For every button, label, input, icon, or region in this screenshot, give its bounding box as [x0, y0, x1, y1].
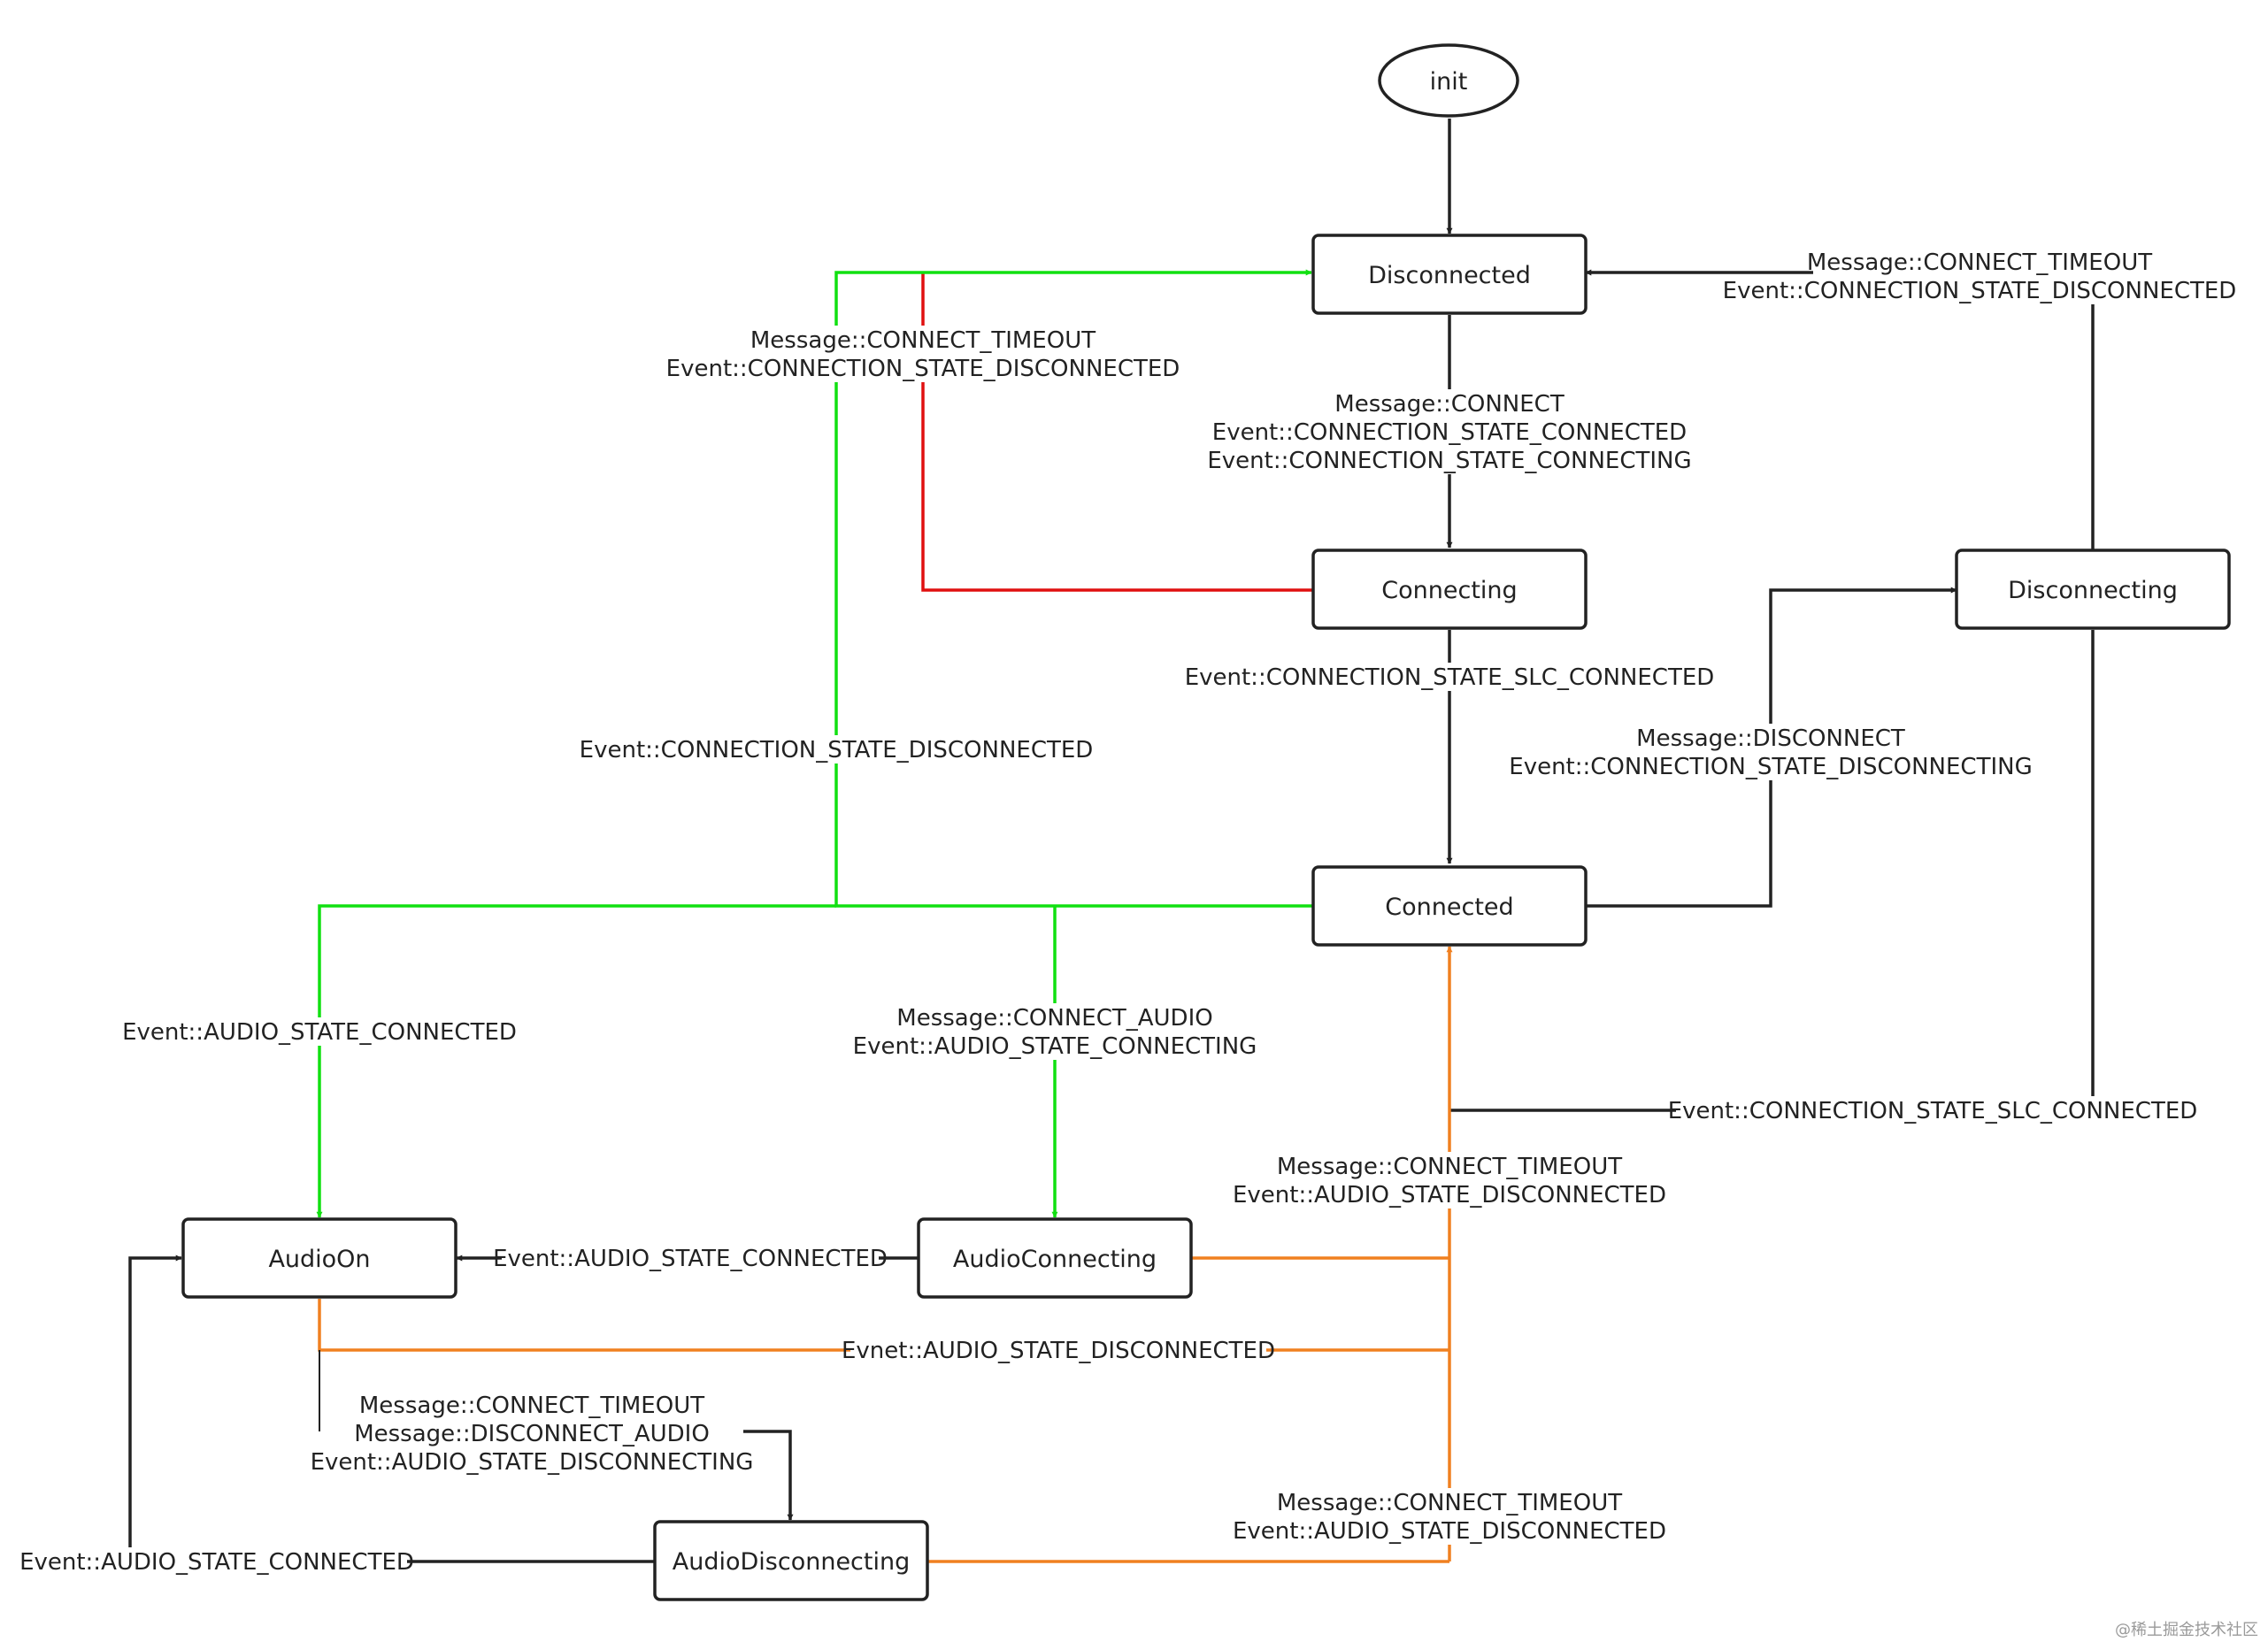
- state-audio-disconnecting-label: AudioDisconnecting: [673, 1548, 910, 1576]
- state-init-label: init: [1430, 68, 1468, 96]
- edge-label-connected-to-disconnecting-2: Event::CONNECTION_STATE_DISCONNECTING: [1509, 754, 2032, 780]
- edge-label-disconnecting-to-connected-1: Event::CONNECTION_STATE_SLC_CONNECTED: [1668, 1098, 2198, 1124]
- state-audio-connecting[interactable]: AudioConnecting: [917, 1217, 1193, 1299]
- edge-label-disconnected-to-connecting-3: Event::CONNECTION_STATE_CONNECTING: [1207, 448, 1691, 474]
- label-group-audio-disconnecting-to-connected: Message::CONNECT_TIMEOUT Event::AUDIO_ST…: [1233, 1488, 1666, 1545]
- edge-connected-to-disconnected: [834, 269, 1313, 908]
- label-group-connected-to-audio-connecting: Message::CONNECT_AUDIO Event::AUDIO_STAT…: [853, 1003, 1257, 1060]
- state-disconnecting-label: Disconnecting: [2008, 577, 2178, 604]
- label-group-disconnecting-to-disconnected: Message::CONNECT_TIMEOUT Event::CONNECTI…: [1720, 248, 2242, 304]
- edge-label-audio-connecting-to-connected-1: Message::CONNECT_TIMEOUT: [1277, 1154, 1622, 1180]
- edge-label-audio-disconnecting-to-audio-on-1: Event::AUDIO_STATE_CONNECTED: [19, 1549, 414, 1576]
- state-disconnected[interactable]: Disconnected: [1311, 234, 1588, 315]
- label-group-audio-connecting-to-connected: Message::CONNECT_TIMEOUT Event::AUDIO_ST…: [1233, 1152, 1666, 1208]
- watermark-text: @稀土掘金技术社区: [2115, 1621, 2258, 1639]
- state-disconnecting[interactable]: Disconnecting: [1955, 549, 2231, 630]
- edge-label-audio-disconnecting-to-connected-1: Message::CONNECT_TIMEOUT: [1277, 1490, 1622, 1516]
- state-connected-label: Connected: [1385, 894, 1513, 921]
- label-group-connected-to-disconnecting: Message::DISCONNECT Event::CONNECTION_ST…: [1509, 724, 2033, 780]
- label-group-disconnected-to-connecting: Message::CONNECT Event::CONNECTION_STATE…: [1207, 389, 1692, 474]
- label-group-connected-to-disconnected: Event::CONNECTION_STATE_DISCONNECTED: [580, 735, 1094, 763]
- edge-label-audio-on-to-connected-1: Evnet::AUDIO_STATE_DISCONNECTED: [842, 1338, 1275, 1364]
- edge-label-connected-to-audio-connecting-2: Event::AUDIO_STATE_CONNECTING: [853, 1033, 1257, 1060]
- edge-label-connected-to-disconnected-1: Event::CONNECTION_STATE_DISCONNECTED: [580, 737, 1094, 763]
- edge-disconnecting-to-disconnected: [1585, 269, 2095, 550]
- edge-label-connected-to-audio-connecting-1: Message::CONNECT_AUDIO: [896, 1005, 1212, 1032]
- label-group-audio-on-to-connected: Evnet::AUDIO_STATE_DISCONNECTED: [842, 1336, 1275, 1364]
- edge-label-disconnecting-to-disconnected-1: Message::CONNECT_TIMEOUT: [1807, 249, 2152, 276]
- edge-label-disconnecting-to-disconnected-2: Event::CONNECTION_STATE_DISCONNECTED: [1723, 278, 2237, 304]
- label-group-audio-disconnecting-to-audio-on: Event::AUDIO_STATE_CONNECTED: [19, 1547, 414, 1576]
- state-disconnected-label: Disconnected: [1368, 262, 1531, 289]
- state-audio-disconnecting[interactable]: AudioDisconnecting: [653, 1520, 929, 1601]
- edge-label-audio-connecting-to-audio-on-1: Event::AUDIO_STATE_CONNECTED: [493, 1246, 888, 1272]
- edge-label-audio-connecting-to-connected-2: Event::AUDIO_STATE_DISCONNECTED: [1233, 1182, 1666, 1208]
- edge-label-audio-on-to-audio-disconnecting-3: Event::AUDIO_STATE_DISCONNECTING: [311, 1449, 754, 1476]
- state-audio-on-label: AudioOn: [268, 1246, 370, 1273]
- edge-label-audio-on-to-audio-disconnecting-2: Message::DISCONNECT_AUDIO: [354, 1421, 710, 1447]
- edge-label-audio-disconnecting-to-connected-2: Event::AUDIO_STATE_DISCONNECTED: [1233, 1518, 1666, 1545]
- state-connecting-label: Connecting: [1381, 577, 1517, 604]
- label-group-audio-on-to-audio-disconnecting: Message::CONNECT_TIMEOUT Message::DISCON…: [311, 1391, 754, 1476]
- state-connected[interactable]: Connected: [1311, 865, 1588, 947]
- edge-connected-to-audio-on: [316, 904, 836, 1218]
- label-group-connecting-to-connected: Event::CONNECTION_STATE_SLC_CONNECTED: [1185, 663, 1715, 691]
- nodes: init Disconnected Connecting Disconnecti…: [181, 43, 2231, 1601]
- edge-label-connected-to-audio-on-1: Event::AUDIO_STATE_CONNECTED: [122, 1019, 517, 1046]
- state-audio-connecting-label: AudioConnecting: [953, 1246, 1157, 1273]
- edge-label-connecting-to-disconnected-1: Message::CONNECT_TIMEOUT: [750, 327, 1096, 354]
- edge-labels: Message::CONNECT_TIMEOUT Event::CONNECTI…: [19, 248, 2242, 1576]
- edge-label-disconnected-to-connecting-2: Event::CONNECTION_STATE_CONNECTED: [1212, 419, 1687, 446]
- state-connecting[interactable]: Connecting: [1311, 549, 1588, 630]
- state-audio-on[interactable]: AudioOn: [181, 1217, 457, 1299]
- edge-label-disconnected-to-connecting-1: Message::CONNECT: [1334, 391, 1565, 418]
- label-group-connecting-to-disconnected: Message::CONNECT_TIMEOUT Event::CONNECTI…: [666, 326, 1197, 382]
- edge-label-connecting-to-connected-1: Event::CONNECTION_STATE_SLC_CONNECTED: [1185, 664, 1715, 691]
- label-group-connected-to-audio-on: Event::AUDIO_STATE_CONNECTED: [122, 1017, 517, 1046]
- edge-audio-on-to-audio-disconnecting-head: [743, 1430, 794, 1521]
- label-group-disconnecting-to-connected: Event::CONNECTION_STATE_SLC_CONNECTED: [1668, 1096, 2198, 1124]
- edge-label-connected-to-disconnecting-1: Message::DISCONNECT: [1636, 725, 1905, 752]
- edge-label-connecting-to-disconnected-2: Event::CONNECTION_STATE_DISCONNECTED: [666, 356, 1180, 382]
- state-init[interactable]: init: [1378, 43, 1519, 118]
- label-group-audio-connecting-to-audio-on: Event::AUDIO_STATE_CONNECTED: [493, 1244, 888, 1272]
- edge-label-audio-on-to-audio-disconnecting-1: Message::CONNECT_TIMEOUT: [359, 1393, 704, 1419]
